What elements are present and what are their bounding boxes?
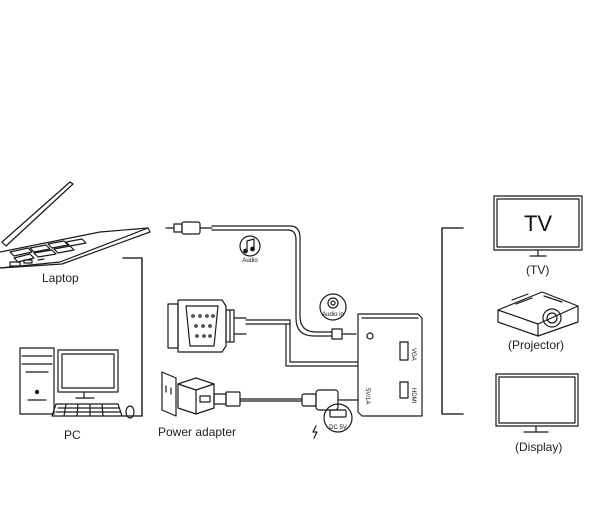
source-bracket <box>122 257 143 417</box>
dc-5v-port-icon <box>312 403 353 439</box>
vga-port-text: VGA <box>410 348 416 361</box>
audio-badge-text: Audio <box>242 258 258 264</box>
audio-cable <box>165 221 357 340</box>
usb-cable <box>213 389 359 411</box>
output-bracket <box>441 227 464 415</box>
power-adapter-icon <box>161 371 215 417</box>
laptop-label: Laptop <box>42 271 79 285</box>
tv-icon <box>493 195 583 257</box>
display-icon <box>495 373 579 433</box>
tv-label: (TV) <box>526 263 550 277</box>
hdmi-port-text: HDMI <box>410 388 416 404</box>
adapter-box-icon <box>357 313 423 417</box>
pc-label: PC <box>64 428 81 442</box>
audio-icon <box>239 235 261 257</box>
projector-icon <box>497 291 579 337</box>
dc-badge-text: DC 5V <box>329 425 347 431</box>
dc-port-text: 5V/1A <box>364 388 370 404</box>
tv-screen-text: TV <box>524 211 552 236</box>
audio-in-port-icon <box>319 293 347 321</box>
power-adapter-label: Power adapter <box>158 425 237 439</box>
display-label: (Display) <box>515 440 563 454</box>
laptop-icon <box>0 181 151 269</box>
vga-cable <box>167 299 359 367</box>
audio-in-text: Audio in <box>322 312 344 318</box>
projector-label: (Projector) <box>508 338 565 352</box>
pc-icon <box>19 347 135 419</box>
